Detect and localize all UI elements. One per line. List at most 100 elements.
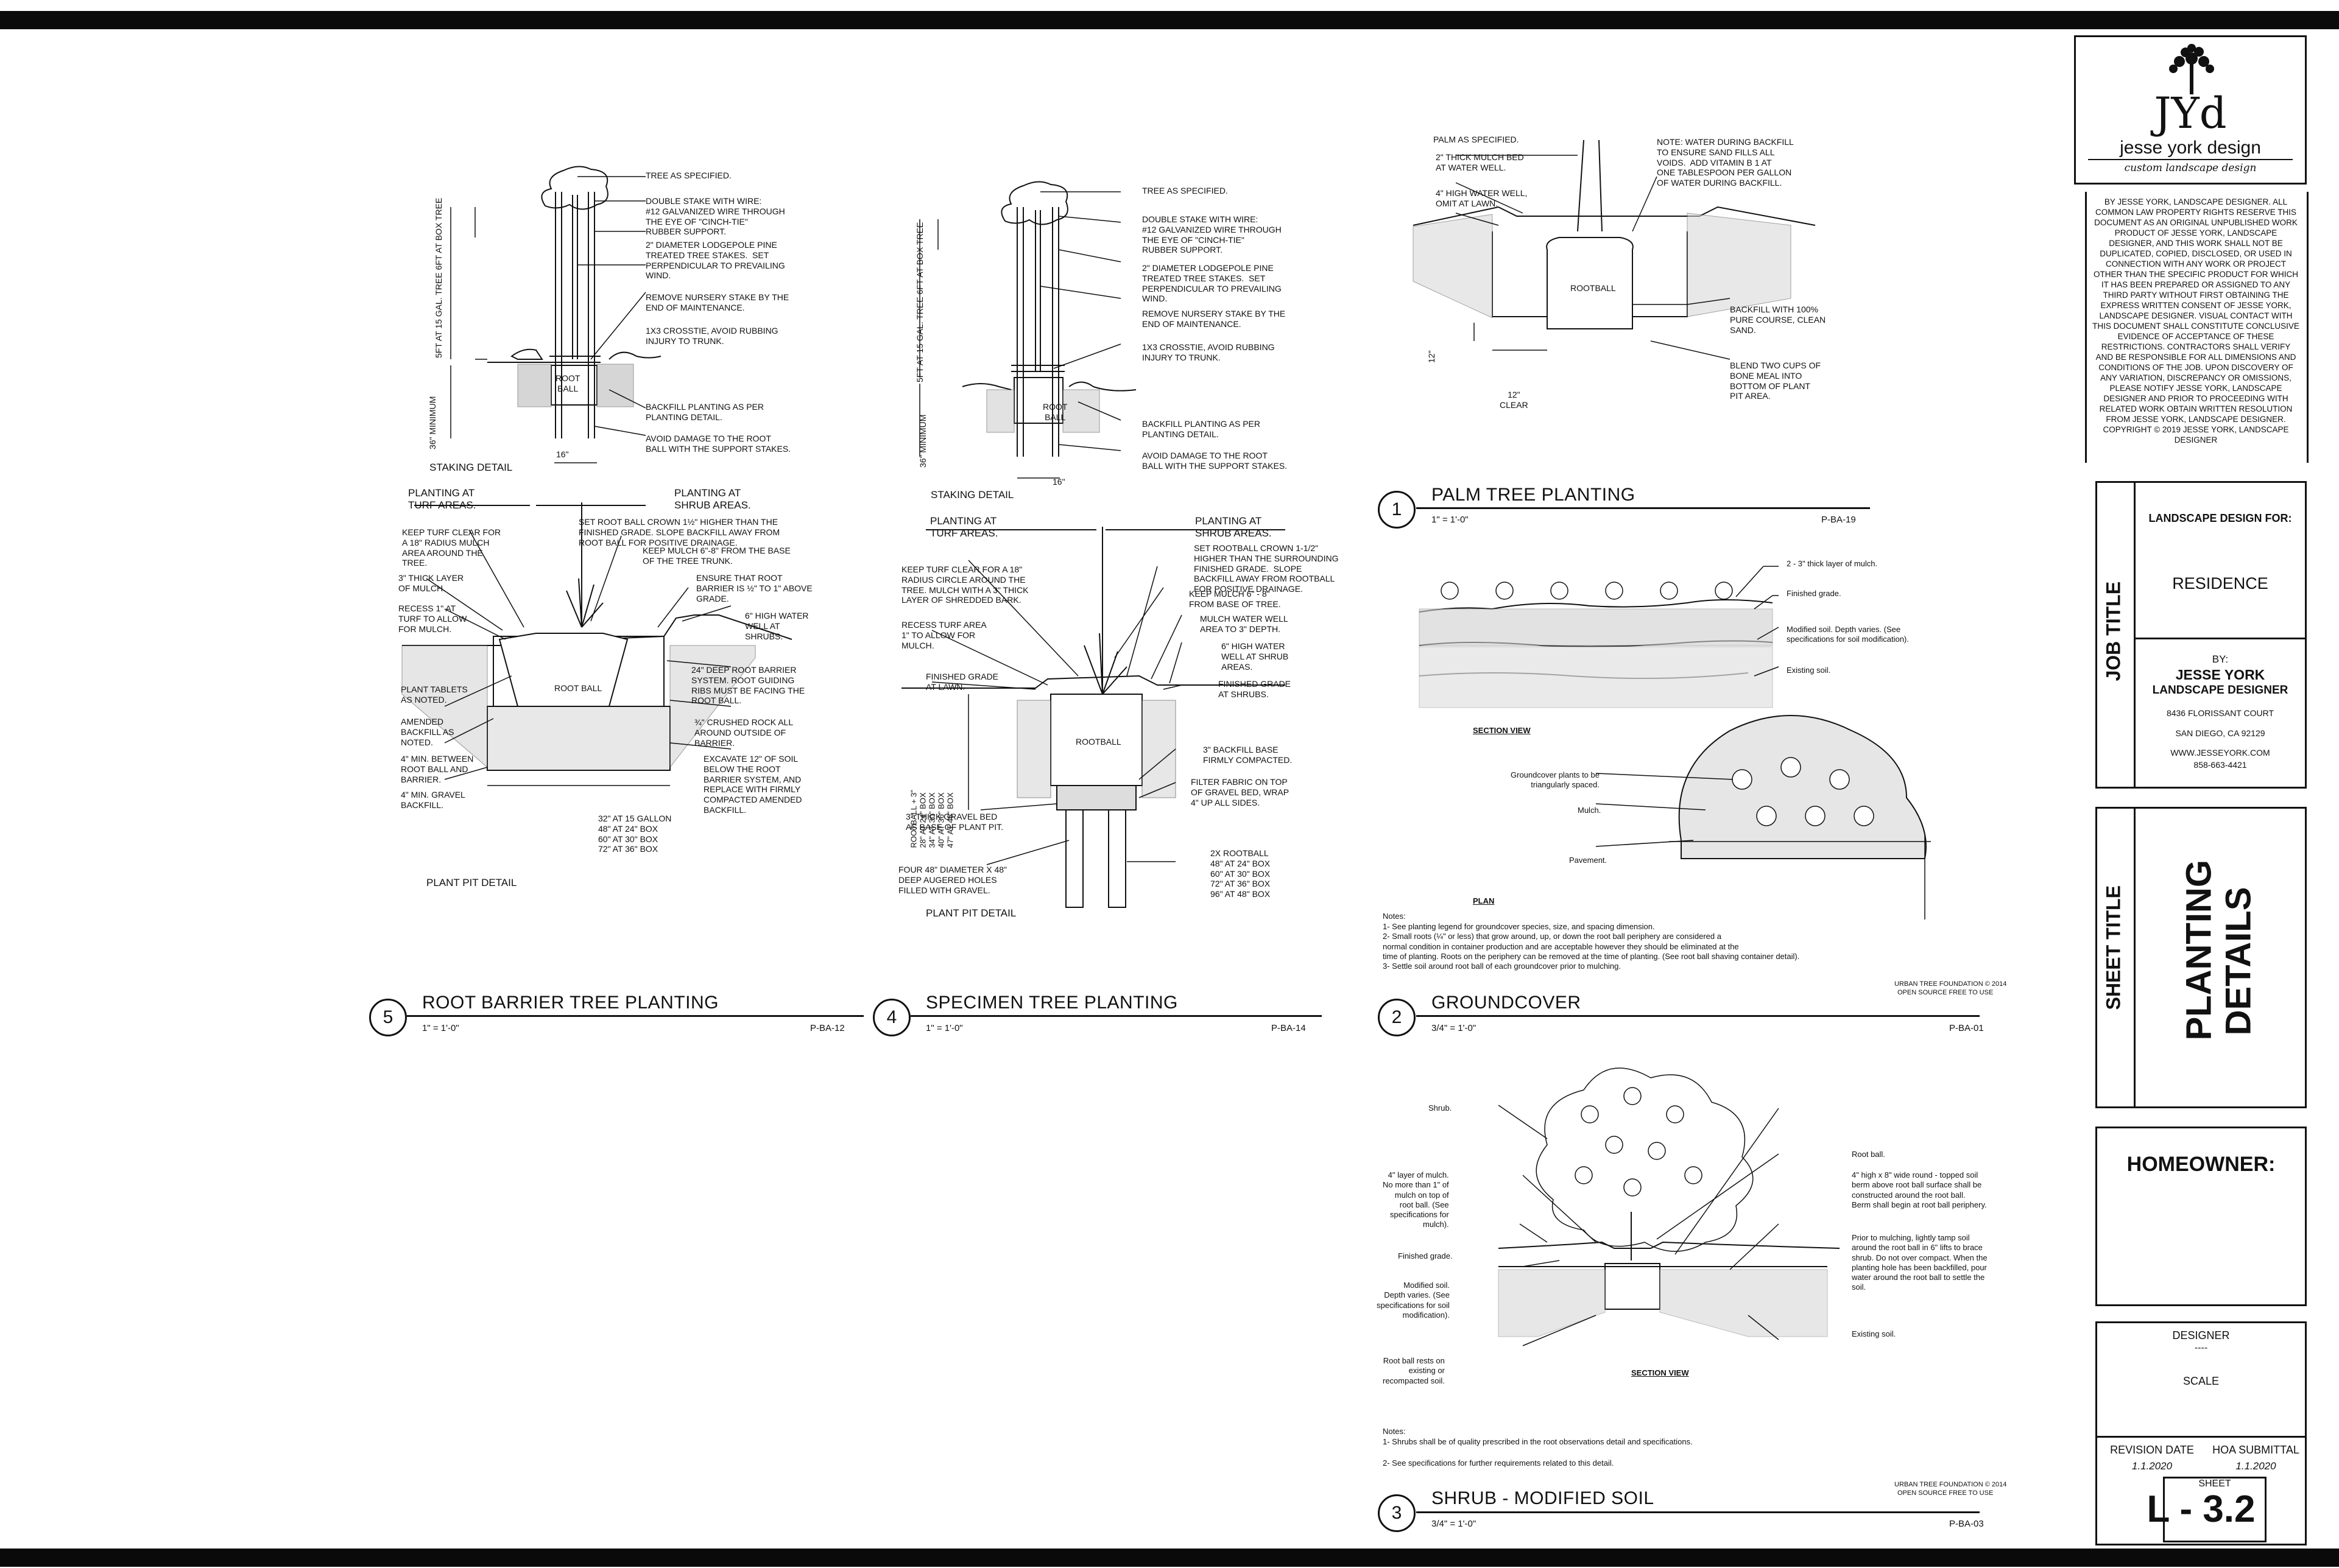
pit5-crushed: ¾" CRUSHED ROCK ALL AROUND OUTSIDE OF BA… <box>694 717 794 748</box>
staking-height-dim: 5FT AT 15 GAL. TREE 6FT AT BOX TREE <box>434 197 443 358</box>
staking-note-avoid: AVOID DAMAGE TO THE ROOT BALL WITH THE S… <box>646 434 791 454</box>
specimen-staking-pine: 2" DIAMETER LODGEPOLE PINE TREATED TREE … <box>1142 263 1282 304</box>
shrub-berm: 4" high x 8" wide round - topped soil be… <box>1852 1170 1987 1209</box>
logo-tagline: custom landscape design <box>2124 162 2257 174</box>
sheet-title-line2: DETAILS <box>2218 887 2259 1036</box>
sheet-title-box <box>2095 807 2307 1108</box>
pit4-caption: PLANT PIT DETAIL <box>926 907 1017 919</box>
pit4-rbdepth: ROOTBALL + 3" 28" AT 24" BOX 34" AT 30" … <box>909 789 955 848</box>
specimen-staking-backfill: BACKFILL PLANTING AS PER PLANTING DETAIL… <box>1142 419 1260 439</box>
detail-2-scale: 3/4" = 1'-0" <box>1431 1023 1476 1033</box>
detail-5-scale: 1" = 1'-0" <box>422 1023 459 1033</box>
palm-clear-dim: 12" CLEAR <box>1500 390 1528 410</box>
detail-5-ref: P-BA-12 <box>810 1023 845 1033</box>
root-barrier-staking-drawing <box>450 166 661 463</box>
palm-backfill: BACKFILL WITH 100% PURE COURSE, CLEAN SA… <box>1730 304 1826 335</box>
pit4-holes: FOUR 48" DIAMETER X 48" DEEP AUGERED HOL… <box>898 865 1007 895</box>
logo-rule <box>2088 159 2293 160</box>
pit5-gravel: 4" MIN. GRAVEL BACKFILL. <box>401 790 465 810</box>
shrub-shrub: Shrub. <box>1428 1103 1452 1113</box>
revision-rule <box>2097 1436 2305 1438</box>
specimen-min-dim: 36" MINIMUM <box>918 414 928 468</box>
sheet-number-label: SHEET <box>2198 1478 2231 1489</box>
pit5-amended: AMENDED BACKFILL AS NOTED. <box>401 717 454 747</box>
staking-note-nursery: REMOVE NURSERY STAKE BY THE END OF MAINT… <box>646 292 789 312</box>
pit4-keepclear: KEEP TURF CLEAR FOR A 18" RADIUS CIRCLE … <box>901 564 1029 605</box>
job-designer-name: JESSE YORK <box>2175 667 2265 683</box>
specimen-staking-crosstie: 1X3 CROSSTIE, AVOID RUBBING INJURY TO TR… <box>1142 342 1275 362</box>
palm-blend: BLEND TWO CUPS OF BONE MEAL INTO BOTTOM … <box>1730 360 1821 401</box>
shrub-section-view: SECTION VIEW <box>1631 1368 1689 1377</box>
job-phone: 858-663-4421 <box>2193 760 2247 770</box>
revision-label: REVISION DATE <box>2110 1444 2194 1456</box>
staking-note-pine: 2" DIAMETER LODGEPOLE PINE TREATED TREE … <box>646 240 785 281</box>
specimen-height-dim: 5FT AT 15 GAL. TREE 6FT AT BOX TREE <box>915 222 925 382</box>
groundcover-notes: 1- See planting legend for groundcover s… <box>1383 922 1800 971</box>
detail-1-title-line <box>1416 507 1870 509</box>
pit5-caption: PLANT PIT DETAIL <box>426 877 517 888</box>
sheet-number-value: L - 3.2 <box>2147 1488 2256 1530</box>
detail-1-number: 1 <box>1378 491 1416 529</box>
staking-note-crosstie: 1X3 CROSSTIE, AVOID RUBBING INJURY TO TR… <box>646 326 778 346</box>
detail-4-number: 4 <box>873 999 911 1036</box>
detail-3-title-line <box>1416 1511 1980 1513</box>
job-divider <box>2134 483 2136 787</box>
shrub-notes-head: Notes: <box>1383 1427 1406 1436</box>
groundcover-credit-2: OPEN SOURCE FREE TO USE <box>1897 989 1994 996</box>
hoa-value: 1.1.2020 <box>2235 1460 2276 1472</box>
shrub-note-2: 2- See specifications for further requir… <box>1383 1458 1614 1468</box>
copyright-right-rule <box>2307 192 2309 463</box>
shrub-rests: Root ball rests on existing or recompact… <box>1383 1356 1445 1385</box>
pit5-excavate: EXCAVATE 12" OF SOIL BELOW THE ROOT BARR… <box>704 754 802 815</box>
shrub-finished: Finished grade. <box>1398 1251 1453 1260</box>
job-web: WWW.JESSEYORK.COM <box>2170 748 2270 758</box>
sheet-number-box: SHEET <box>2163 1477 2267 1542</box>
staking-rootball-label: ROOT BALL <box>556 373 580 393</box>
palm-drawing <box>1413 140 1816 360</box>
pit5-layer: 3" THICK LAYER OF MULCH. <box>398 573 464 593</box>
bottom-border-band <box>0 1549 2339 1567</box>
detail-2-ref: P-BA-01 <box>1949 1023 1984 1033</box>
detail-4-title-line <box>911 1015 1322 1017</box>
pit4-gravelbed: 3" THICK GRAVEL BED AS BASE OF PLANT PIT… <box>906 812 1004 832</box>
detail-1-ref: P-BA-19 <box>1821 515 1856 525</box>
job-design-for: LANDSCAPE DESIGN FOR: <box>2148 512 2292 524</box>
palm-rootball: ROOTBALL <box>1570 283 1616 293</box>
detail-3-scale: 3/4" = 1'-0" <box>1431 1519 1476 1529</box>
job-project: RESIDENCE <box>2172 574 2268 592</box>
job-title-label: JOB TITLE <box>2102 581 2125 681</box>
specimen-rootball-small: ROOT BALL <box>1043 402 1068 422</box>
tree-logo-icon <box>2169 44 2214 94</box>
staking-note-stake: DOUBLE STAKE WITH WIRE: #12 GALVANIZED W… <box>646 196 785 237</box>
staking-min-dim: 36" MINIMUM <box>428 396 437 449</box>
pit4-recess: RECESS TURF AREA 1" TO ALLOW FOR MULCH. <box>901 620 987 650</box>
detail-5-number: 5 <box>369 999 407 1036</box>
pit4-crown: SET ROOTBALL CROWN 1-1/2" HIGHER THAN TH… <box>1194 543 1339 594</box>
detail-1-scale: 1" = 1'-0" <box>1431 515 1469 525</box>
designer-label: DESIGNER <box>2172 1329 2230 1341</box>
pit5-turf: PLANTING AT TURF AREAS. <box>408 487 476 512</box>
pit4-base: 3" BACKFILL BASE FIRMLY COMPACTED. <box>1203 745 1293 765</box>
job-designer-title: LANDSCAPE DESIGNER <box>2152 684 2288 697</box>
detail-4-title: SPECIMEN TREE PLANTING <box>926 993 1178 1013</box>
pit4-fglawn: FINISHED GRADE AT LAWN. <box>926 672 999 692</box>
pit5-sizes: 32" AT 15 GALLON 48" AT 24" BOX 60" AT 3… <box>598 814 672 854</box>
groundcover-modified: Modified soil. Depth varies. (See specif… <box>1787 625 1909 644</box>
detail-2-number: 2 <box>1378 999 1416 1036</box>
job-title-box: LANDSCAPE DESIGN FOR: RESIDENCE BY: JESS… <box>2095 481 2307 789</box>
staking-caption: STAKING DETAIL <box>429 462 513 473</box>
groundcover-mulch: Mulch. <box>1578 806 1601 815</box>
logo-box: JYd jesse york design custom landscape d… <box>2074 35 2307 185</box>
pit5-tablets: PLANT TABLETS AS NOTED. <box>401 684 468 705</box>
specimen-staking-dim-16: 16" <box>1053 477 1065 487</box>
pit4-mwell: MULCH WATER WELL AREA TO 3" DEPTH. <box>1200 614 1288 634</box>
logo-monogram: JYd <box>2154 88 2227 138</box>
sheet-title-label: SHEET TITLE <box>2102 885 2125 1010</box>
specimen-staking-stake: DOUBLE STAKE WITH WIRE: #12 GALVANIZED W… <box>1142 214 1282 255</box>
staking-note-tree: TREE AS SPECIFIED. <box>646 171 732 180</box>
specimen-staking-avoid: AVOID DAMAGE TO THE ROOT BALL WITH THE S… <box>1142 451 1288 471</box>
pit5-recess: RECESS 1" AT TURF TO ALLOW FOR MULCH. <box>398 603 467 634</box>
pit5-ensure: ENSURE THAT ROOT BARRIER IS ½" TO 1" ABO… <box>696 573 813 603</box>
shrub-drawing <box>1498 1067 1840 1346</box>
